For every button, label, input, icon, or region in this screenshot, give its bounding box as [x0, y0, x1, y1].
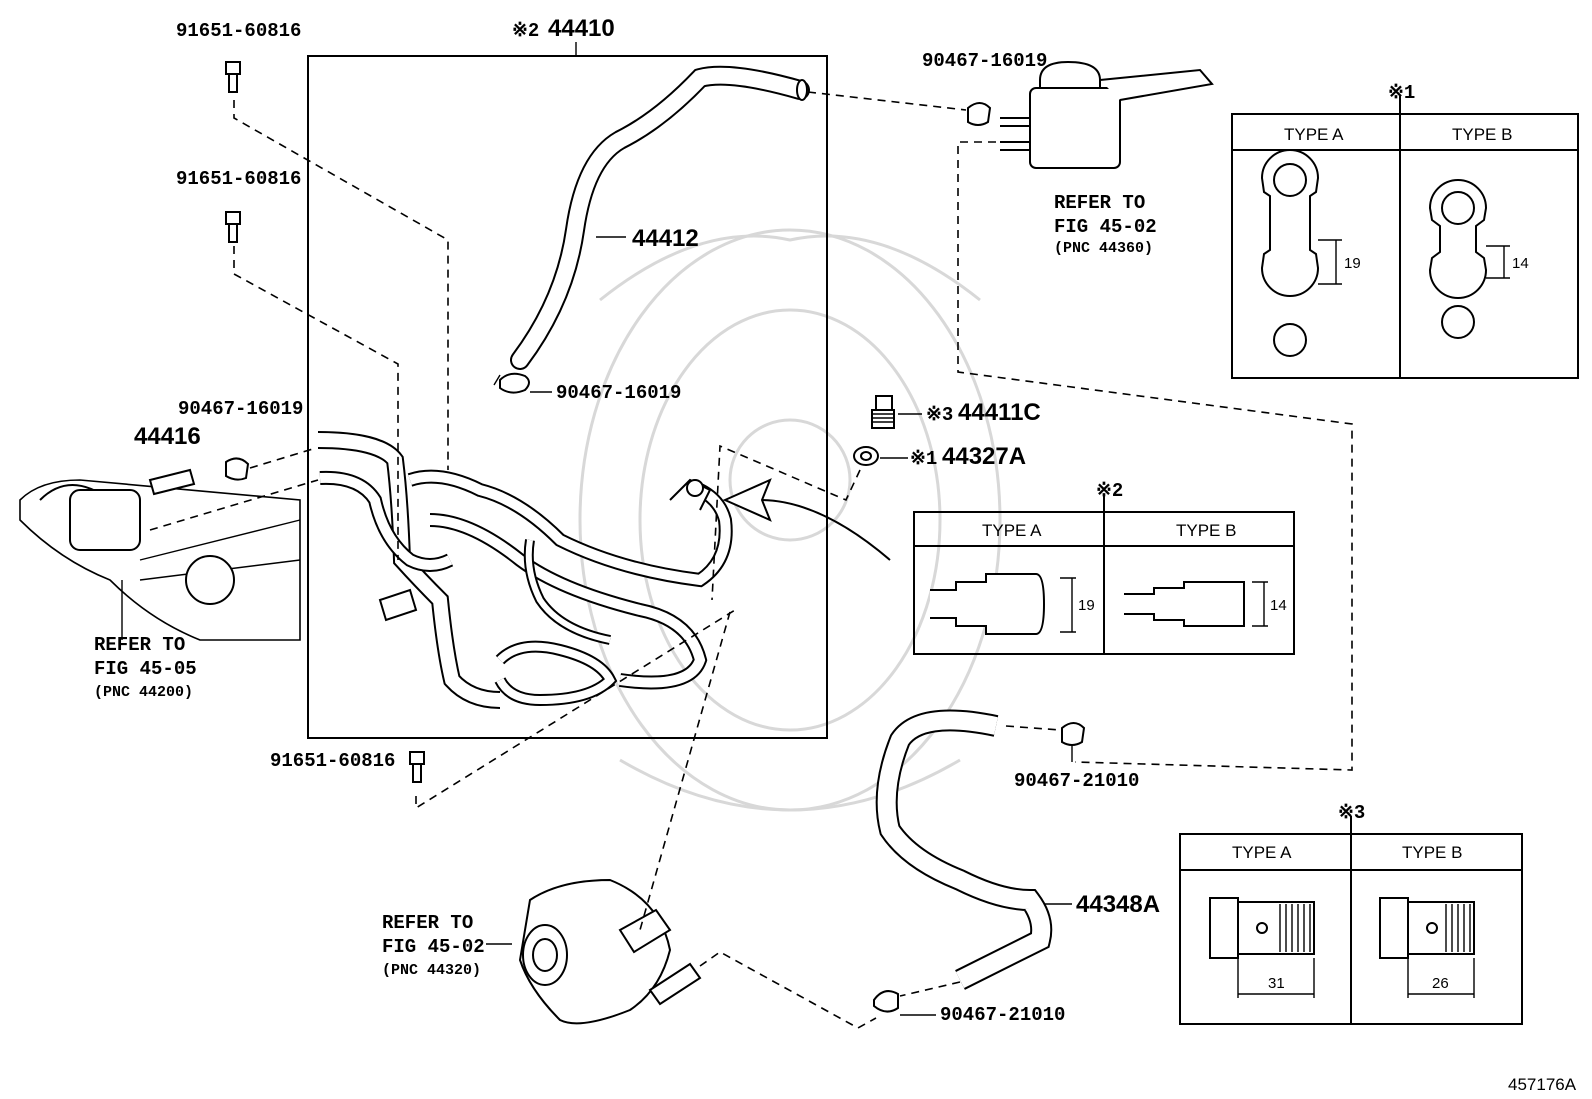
bolt-table-dim-a: 31	[1268, 975, 1285, 992]
gasket-table-note: ※1	[1388, 82, 1415, 104]
gasket-table-dim-b: 14	[1512, 255, 1529, 272]
pipe-table-dim-a: 19	[1078, 597, 1095, 614]
gasket-table-dim-a: 19	[1344, 255, 1361, 272]
callout-bolt-top: 91651-60816	[176, 20, 301, 42]
bolt-table-type-b: TYPE B	[1402, 843, 1462, 862]
callout-hose-upper: 44412	[632, 225, 699, 252]
bolt-union-note: ※3	[926, 404, 953, 426]
figure-id: 457176A	[1508, 1075, 1577, 1094]
gasket-note: ※1	[910, 448, 937, 470]
pipe-table-type-a: TYPE A	[982, 521, 1042, 540]
banjo-bolt-icon[interactable]	[871, 395, 895, 429]
bolt-table-type-a: TYPE A	[1232, 843, 1292, 862]
gasket-type-table	[1231, 96, 1579, 379]
pipe-type-table	[913, 494, 1295, 655]
callout-bolt-union: 44411C	[958, 399, 1041, 426]
pipe-table-type-b: TYPE B	[1176, 521, 1236, 540]
bolt-icon	[225, 61, 425, 783]
pipe-table-dim-b: 14	[1270, 597, 1287, 614]
callout-gasket: 44327A	[942, 443, 1026, 470]
union-fitting[interactable]	[148, 468, 196, 496]
return-hose-upper[interactable]	[510, 65, 810, 370]
gasket-icon[interactable]	[853, 446, 879, 466]
ref-reservoir-line2: FIG 45-02	[1054, 216, 1157, 238]
callout-clamp-upper-mid: 90467-16019	[556, 382, 681, 404]
gasket-table-type-b: TYPE B	[1452, 125, 1512, 144]
ref-gear-line3: (PNC 44200)	[94, 684, 193, 701]
callout-hose-lower: 44348A	[1076, 891, 1160, 918]
bolt-table-dim-b: 26	[1432, 975, 1449, 992]
ref-gear-line1: REFER TO	[94, 634, 185, 656]
hose-clamp-icon	[225, 457, 250, 481]
callout-clamp-bottom: 90467-21010	[940, 1004, 1065, 1026]
steering-gear-icon	[19, 479, 301, 641]
ref-pump-line2: FIG 45-02	[382, 936, 485, 958]
callout-pipe-assembly: 44410	[548, 15, 615, 42]
vane-pump-icon	[518, 878, 702, 1025]
watermark-emblem	[578, 228, 1002, 812]
callout-union: 44416	[134, 423, 201, 450]
pipe-table-note: ※2	[1096, 480, 1123, 502]
bolt-table-note: ※3	[1338, 802, 1365, 824]
gasket-table-type-a: TYPE A	[1284, 125, 1344, 144]
hose-clamp-icon	[493, 372, 530, 394]
callout-clamp-lower-right: 90467-21010	[1014, 770, 1139, 792]
oil-reservoir-icon	[1000, 60, 1214, 169]
bolt-type-table	[1179, 816, 1523, 1025]
callout-clamp-upper-right: 90467-16019	[922, 50, 1047, 72]
pipe-assembly-note: ※2	[512, 20, 539, 42]
hose-clamp-icon	[967, 102, 992, 126]
callout-bolt-bottom: 91651-60816	[270, 750, 395, 772]
ref-pump-line1: REFER TO	[382, 912, 473, 934]
hose-clamp-icon	[873, 990, 899, 1013]
ref-gear-line2: FIG 45-05	[94, 658, 197, 680]
return-hose-lower[interactable]	[875, 709, 1053, 990]
hose-clamp-icon	[1061, 722, 1086, 762]
ref-pump-line3: (PNC 44320)	[382, 962, 481, 979]
pipe-assembly-frame	[307, 55, 828, 739]
ref-reservoir-line3: (PNC 44360)	[1054, 240, 1153, 257]
ref-reservoir-line1: REFER TO	[1054, 192, 1145, 214]
pressure-pipe-bundle[interactable]	[317, 431, 733, 709]
callout-bolt-mid: 91651-60816	[176, 168, 301, 190]
callout-clamp-left: 90467-16019	[178, 398, 303, 420]
